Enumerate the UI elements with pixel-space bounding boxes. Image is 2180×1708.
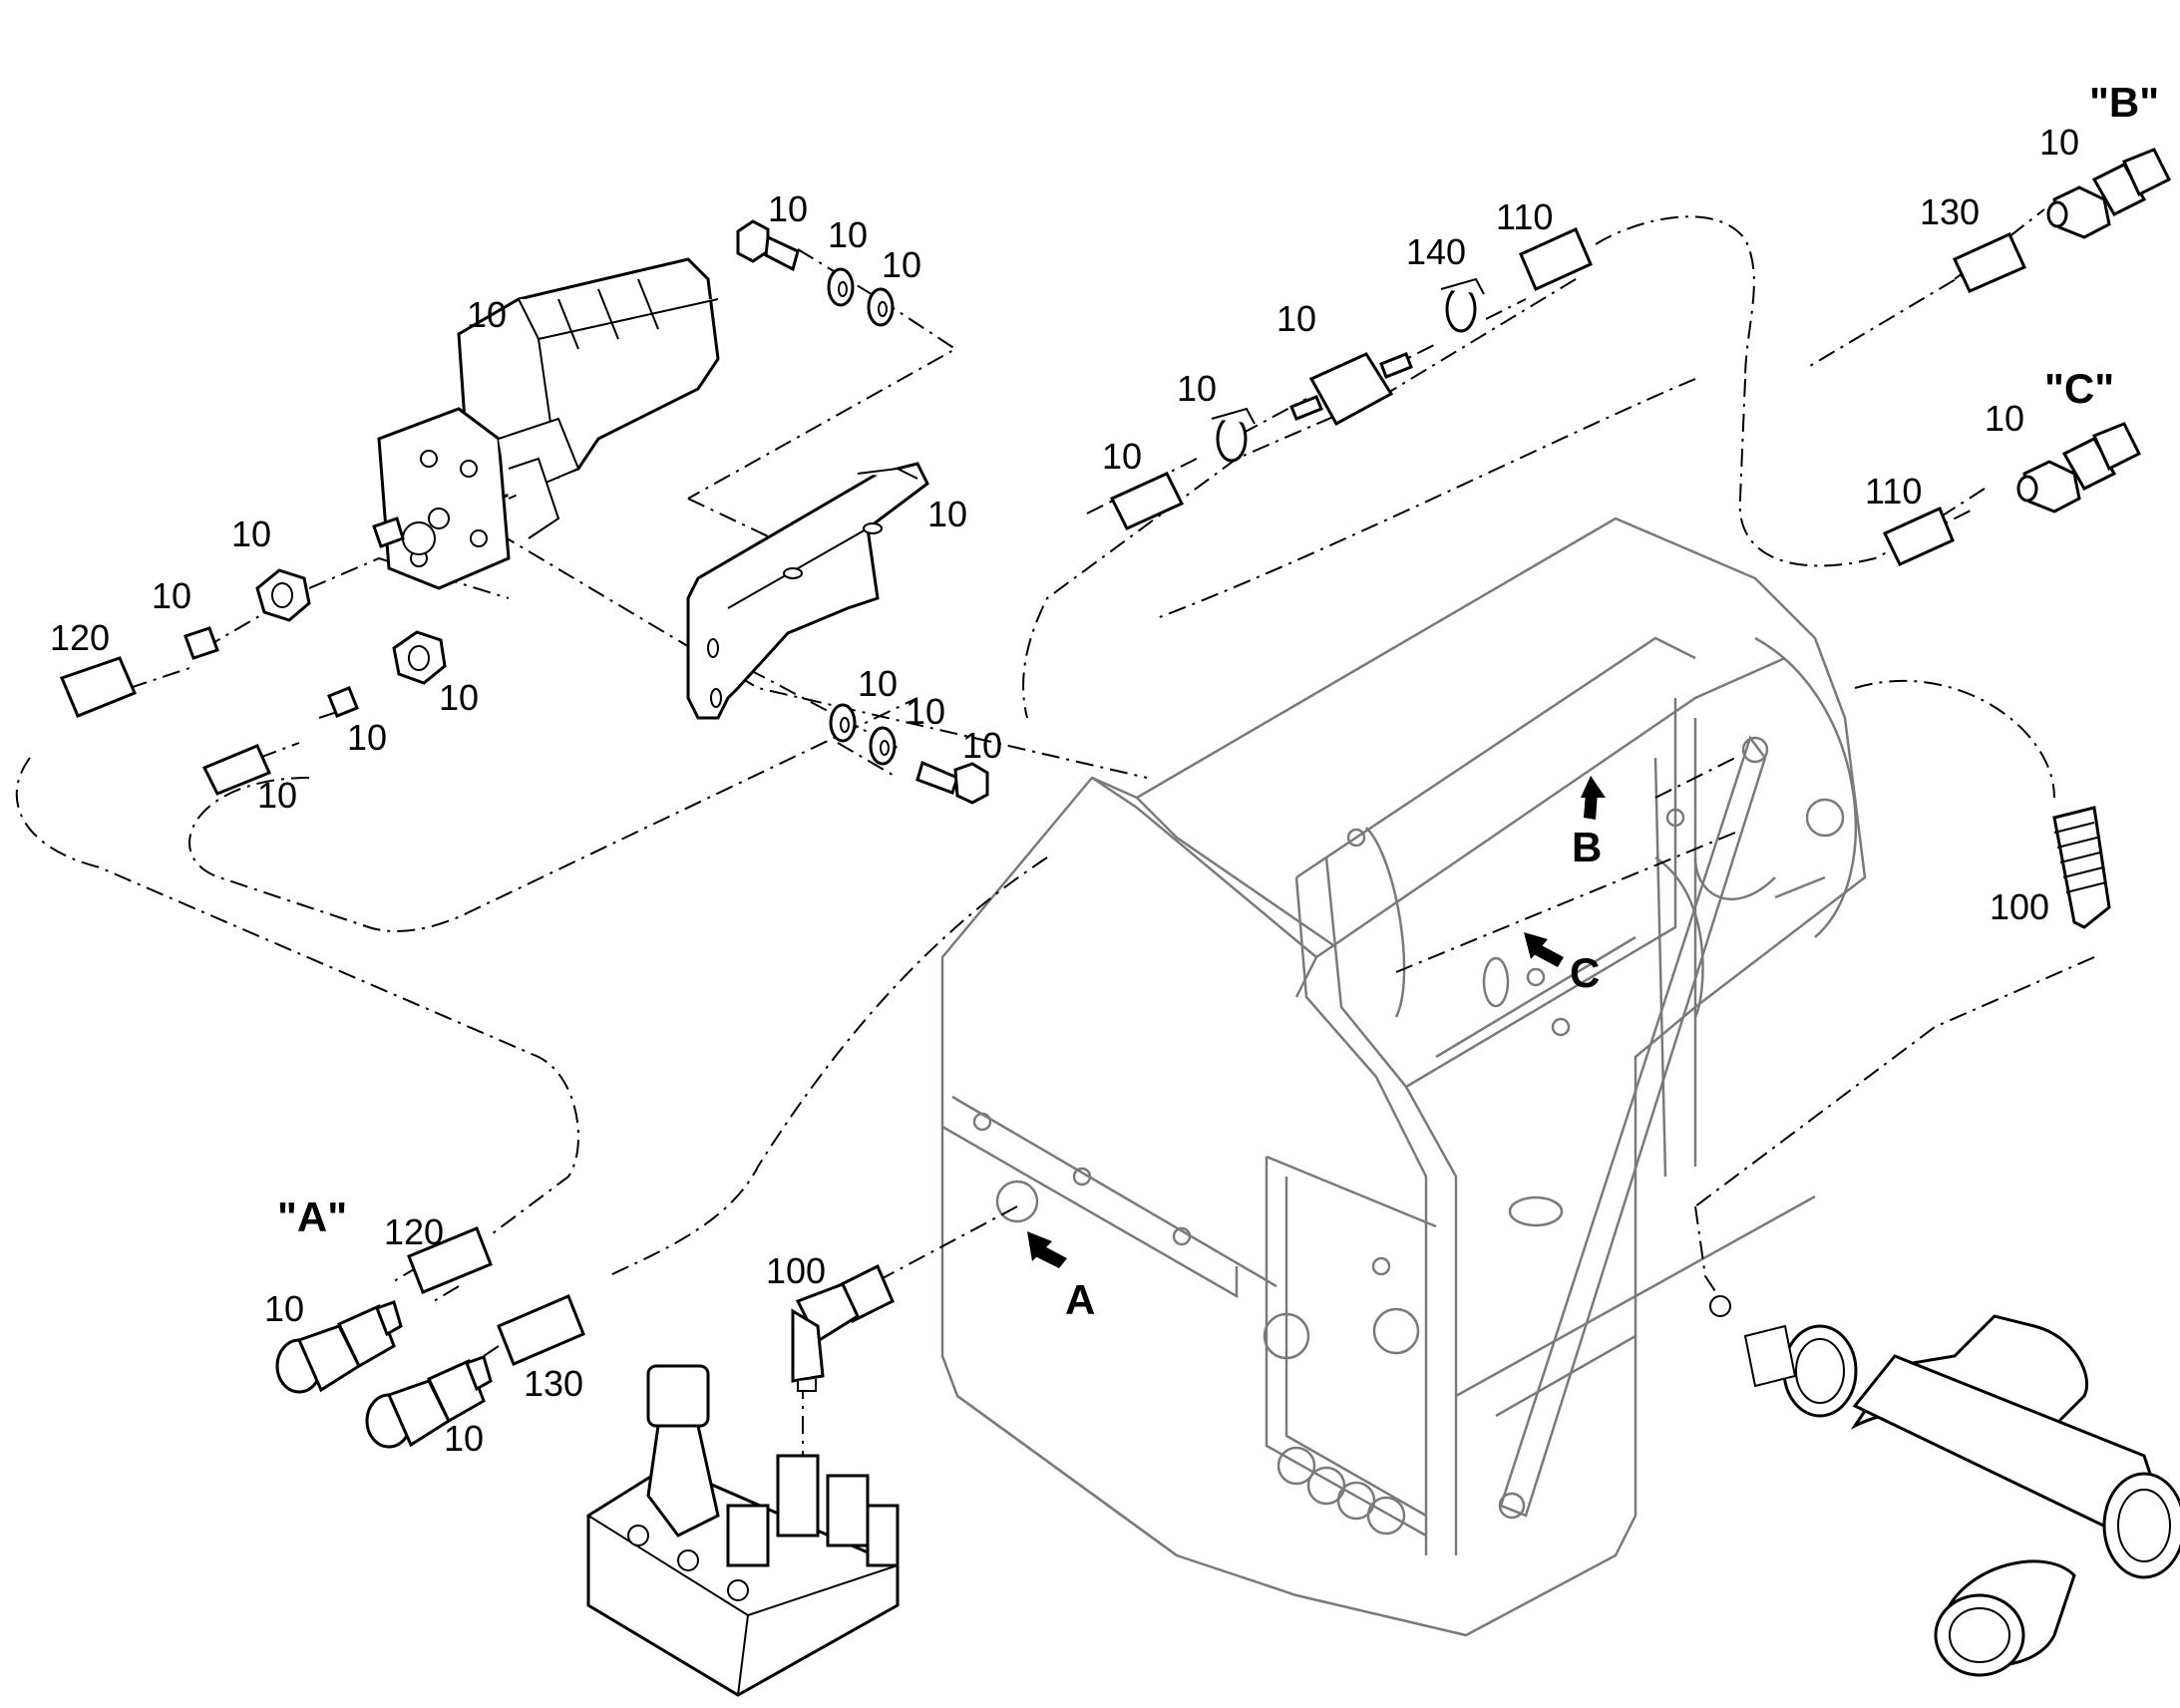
label-coupling-c: 10 [1985,398,2024,439]
coupling-c [2016,422,2142,513]
corrugated-hose-100 [2052,806,2111,929]
label-nut-2: 10 [439,677,479,718]
hose-clamp-140 [1440,277,1485,333]
sleeve-1 [183,626,219,660]
label-hose-110-top: 110 [1496,196,1553,237]
mounting-bracket [686,462,929,720]
machine-frame [940,516,1867,1637]
hose-110-top [1519,227,1593,291]
coupling-a-2 [365,1355,493,1449]
label-bolt-top: 10 [768,188,808,229]
washer-bot-1-hole [840,717,850,733]
ref-quote-c: "C" [2044,365,2114,412]
label-clamp-140: 140 [1406,231,1466,272]
nut-1 [255,568,311,622]
label-hose-120-top: 120 [50,617,110,658]
label-hose-130-top: 130 [1920,191,1980,232]
hose-10-mid [1109,472,1185,530]
hydraulic-control-block [586,1364,900,1697]
label-hose-100-right: 100 [1990,886,2049,927]
sleeve-2 [327,686,359,718]
hose-130-top [1952,232,2026,293]
label-clamp-1: 10 [1177,368,1217,409]
label-washer-top-1: 10 [828,214,868,255]
inline-filter [1289,352,1413,427]
washer-top-2-hole [878,301,888,317]
coupling-a-1 [275,1300,403,1394]
label-washer-bot-1: 10 [858,663,898,704]
label-washer-bot-2: 10 [906,691,945,732]
ref-quote-b: "B" [2089,79,2159,126]
arrow-a-pointer [1027,1231,1067,1268]
arrow-a-letter: A [1065,1276,1095,1323]
ref-quote-a: "A" [277,1194,347,1240]
label-filter: 10 [1276,298,1316,339]
label-hose-10-mid: 10 [1102,436,1142,477]
coupling-b [2046,148,2172,239]
label-valve: 10 [467,294,507,335]
label-nut-1: 10 [231,513,271,554]
elbow-fitting-100 [791,1263,895,1392]
valve-assembly [372,257,720,590]
label-hose-120-bottom: 120 [384,1211,444,1252]
label-elbow-100: 100 [766,1250,826,1291]
label-sleeve-2: 10 [347,717,387,758]
arrow-c-pointer [1524,932,1564,967]
bolt-top [736,219,800,272]
hose-120-top [59,656,137,718]
label-sleeve-1: 10 [152,575,191,616]
washer-top-1-hole [838,281,848,297]
label-hose-110-right: 110 [1865,471,1922,512]
washer-bot-2-hole [880,740,890,756]
nut-2 [392,630,447,685]
exhaust-pipe-assembly [1709,1295,2180,1677]
label-coupling-a-1: 10 [264,1288,304,1329]
label-bracket: 10 [927,494,967,534]
label-bolt-bottom: 10 [962,725,1002,766]
arrow-c-letter: C [1570,949,1600,996]
hose-10-left [201,744,272,796]
arrow-b-pointer [1581,776,1606,820]
hose-clamp-1 [1211,407,1256,463]
label-hose-10-left: 10 [257,775,297,816]
hose-130-bottom [497,1294,585,1366]
hose-110-right [1882,506,1955,566]
label-hose-130-bottom: 130 [524,1363,583,1404]
hose-120-bottom [407,1226,493,1294]
label-coupling-a-2: 10 [444,1418,484,1459]
arrow-b-letter: B [1572,824,1602,870]
label-coupling-b: 10 [2039,122,2079,163]
bolt-bottom [915,760,989,805]
label-washer-top-2: 10 [882,244,921,285]
